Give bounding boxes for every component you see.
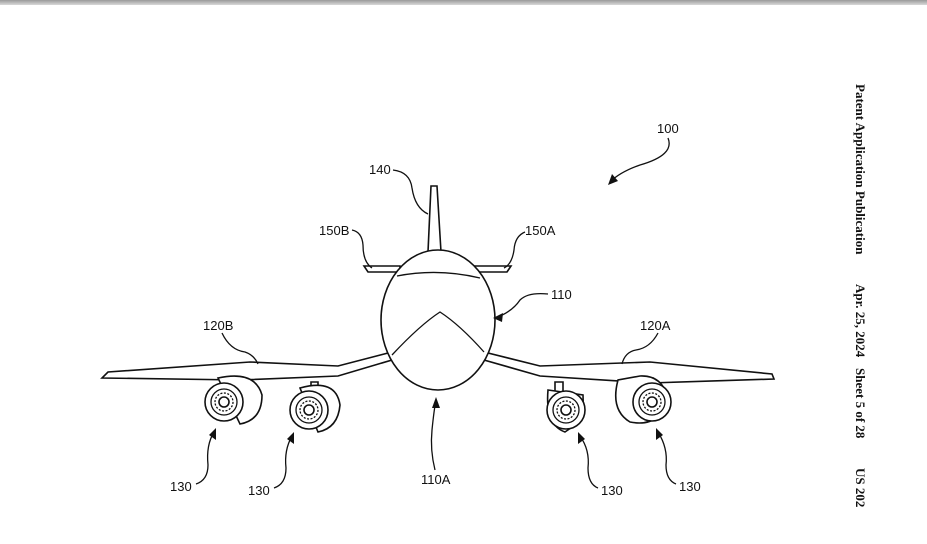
leader-110 (494, 292, 549, 319)
arrow-110 (493, 313, 503, 322)
wing-left (100, 350, 393, 381)
ref-130-3: 130 (601, 483, 623, 498)
leader-150A (503, 231, 526, 269)
arrow-130-1 (209, 428, 216, 440)
leader-120B (221, 332, 259, 365)
ref-110: 110 (551, 287, 572, 302)
publication-number: US 202 (853, 467, 868, 508)
engine-inner-right (546, 381, 586, 433)
arrow-130-2 (287, 432, 294, 444)
leader-130-2 (273, 435, 293, 489)
leader-130-3 (579, 435, 599, 489)
ref-120A: 120A (640, 318, 671, 333)
arrow-110A (432, 397, 440, 408)
wing-right (483, 350, 776, 384)
leader-120A (621, 332, 659, 365)
engine-inner-left (289, 381, 341, 433)
stabilizer-left (362, 265, 401, 273)
leader-110A (430, 399, 437, 471)
leader-130-4 (657, 431, 677, 485)
sheet-number: Sheet 5 of 28 (853, 368, 868, 439)
arrow-100 (608, 174, 618, 185)
leader-140 (392, 169, 429, 215)
ref-140: 140 (369, 162, 391, 177)
cockpit-line (391, 311, 485, 356)
tail-fin (427, 185, 442, 253)
ref-130-2: 130 (248, 483, 270, 498)
fuselage-upper-line (396, 271, 481, 279)
fuselage (380, 249, 496, 391)
ref-100: 100 (657, 121, 679, 136)
ref-130-1: 130 (170, 479, 192, 494)
ref-150B: 150B (319, 223, 349, 238)
engine-outer-left (204, 375, 263, 425)
aircraft-drawing: 100 140 150B 150A 110 120B 120A 110A 130… (100, 121, 776, 498)
publication-title: Patent Application Publication (853, 84, 868, 255)
arrow-130-4 (656, 428, 663, 440)
ref-120B: 120B (203, 318, 233, 333)
patent-header: Patent Application Publication Apr. 25, … (852, 84, 868, 544)
leader-150B (351, 229, 373, 269)
viewer-top-bar (0, 0, 927, 5)
ref-130-4: 130 (679, 479, 701, 494)
arrow-130-3 (578, 432, 585, 444)
ref-110A: 110A (421, 472, 451, 487)
ref-150A: 150A (525, 223, 556, 238)
publication-date: Apr. 25, 2024 (853, 283, 868, 357)
leader-100 (609, 137, 670, 183)
leader-130-1 (195, 431, 215, 485)
engine-outer-right (614, 375, 672, 424)
